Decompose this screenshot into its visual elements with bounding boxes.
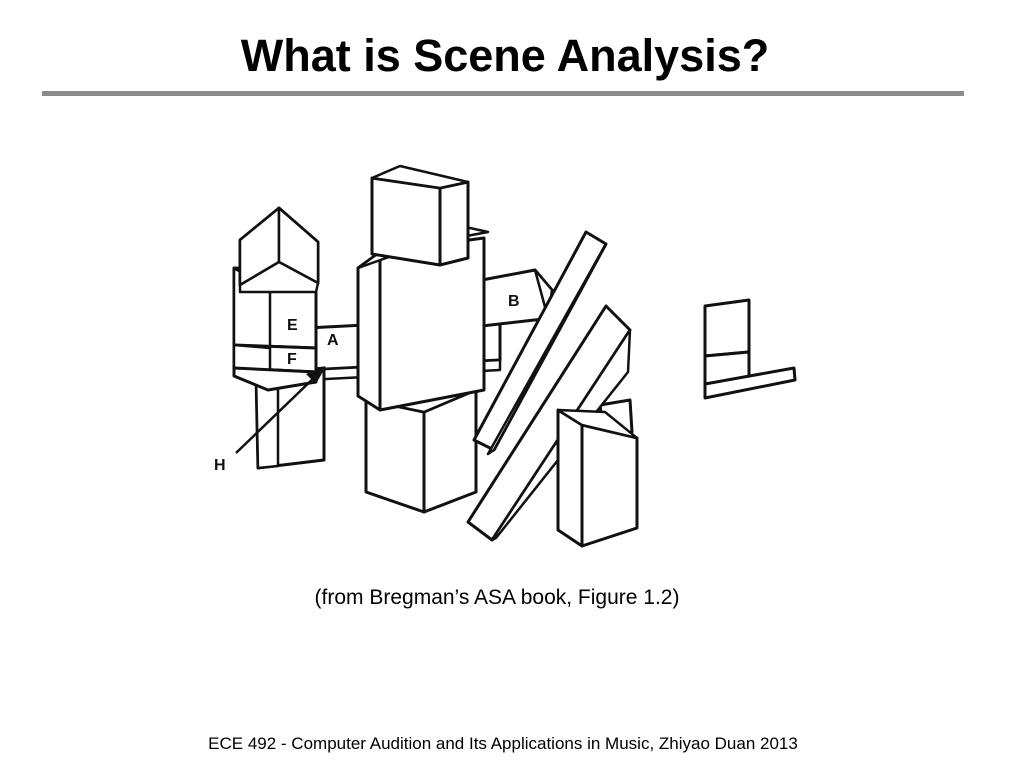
label-e: E	[287, 317, 298, 334]
pointer-arrow	[235, 366, 326, 454]
slide-footer: ECE 492 - Computer Audition and Its Appl…	[208, 734, 798, 753]
title-divider	[42, 91, 964, 96]
top-block	[370, 164, 470, 267]
label-f: F	[287, 351, 297, 368]
left-tower	[232, 206, 320, 392]
label-a: A	[327, 332, 339, 349]
post-h	[254, 366, 326, 470]
l-shape-object	[703, 298, 797, 400]
diagonal-plank-upper	[472, 230, 608, 456]
lower-right-block	[556, 408, 639, 548]
label-h: H	[214, 457, 226, 474]
label-b: B	[508, 293, 520, 310]
slide-title: What is Scene Analysis?	[240, 30, 770, 81]
figure-caption: (from Bregman’s ASA book, Figure 1.2)	[314, 586, 680, 609]
